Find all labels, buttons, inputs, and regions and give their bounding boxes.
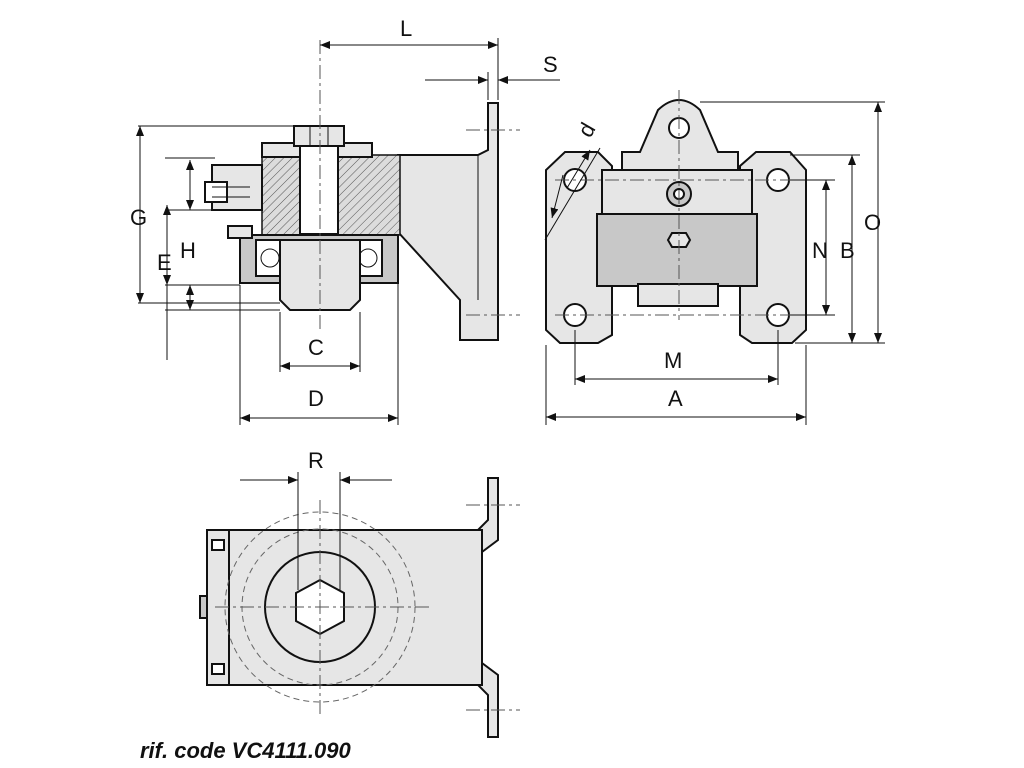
dim-label-M: M bbox=[664, 348, 682, 373]
dim-label-R: R bbox=[308, 448, 324, 473]
side-grease-fitting bbox=[227, 225, 253, 239]
dimension-lines bbox=[136, 38, 885, 590]
dim-label-D: D bbox=[308, 386, 324, 411]
dimension-text: L S G E H C D d O N B M A R bbox=[130, 16, 881, 473]
dim-label-C: C bbox=[308, 335, 324, 360]
dim-label-L: L bbox=[400, 16, 412, 41]
front-main-body bbox=[596, 213, 758, 287]
reference-code-caption: rif. code VC4111.090 bbox=[140, 738, 351, 763]
top-view bbox=[199, 477, 520, 738]
side-bolt-head bbox=[293, 125, 345, 147]
front-view bbox=[545, 90, 807, 344]
front-roller-bottom bbox=[637, 283, 719, 307]
front-left-flange bbox=[545, 151, 613, 344]
dim-label-O: O bbox=[864, 210, 881, 235]
dim-label-H: H bbox=[180, 238, 196, 263]
side-shaft bbox=[299, 145, 339, 235]
dim-label-d: d bbox=[573, 118, 601, 141]
dim-label-E: E bbox=[157, 250, 172, 275]
dim-label-S: S bbox=[543, 52, 558, 77]
dim-label-G: G bbox=[130, 205, 147, 230]
side-view bbox=[204, 40, 520, 341]
dim-label-N: N bbox=[812, 238, 828, 263]
dim-label-A: A bbox=[668, 386, 683, 411]
side-bracket bbox=[397, 102, 499, 341]
dim-label-B: B bbox=[840, 238, 855, 263]
